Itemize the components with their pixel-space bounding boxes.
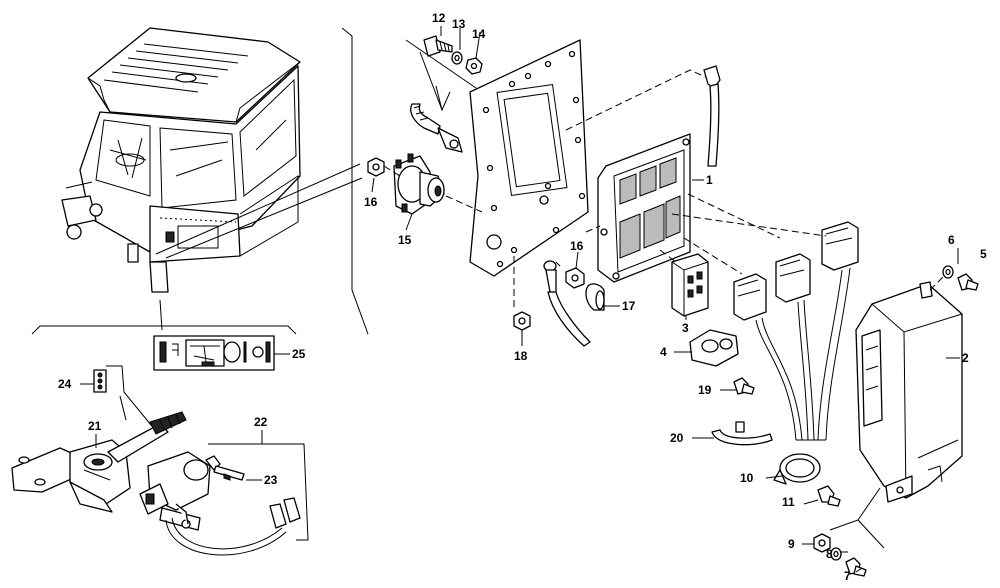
decal-24 [93, 369, 107, 393]
callout-leaders [80, 26, 960, 573]
key-switch-22 [139, 451, 211, 531]
key-23 [205, 455, 245, 481]
callout-16-right: 16 [570, 239, 584, 253]
callout-16-left: 16 [364, 195, 378, 209]
dash-line [659, 249, 677, 263]
callout-11: 11 [782, 495, 795, 509]
callout-13: 13 [452, 17, 466, 31]
bolt-12 [423, 35, 453, 57]
terminal-cover-17 [585, 283, 605, 311]
washer-8 [830, 547, 842, 561]
nut-9 [813, 533, 831, 553]
nut-16-right [565, 267, 585, 289]
callout-12: 12 [432, 11, 446, 25]
callout-14: 14 [472, 27, 486, 41]
callout-18: 18 [514, 349, 528, 363]
cover-2 [855, 281, 963, 503]
dash-line [929, 275, 945, 291]
nut-18 [513, 311, 531, 331]
callout-19: 19 [698, 383, 712, 397]
bracket-22 [208, 443, 309, 541]
callout-5: 5 [980, 247, 987, 261]
tractor-cab-illustration [61, 27, 363, 331]
washer-6 [942, 265, 954, 279]
separator-line-vertical [341, 27, 369, 335]
bolt-7 [845, 557, 867, 577]
screw-11 [817, 485, 841, 507]
harness-wires-22 [165, 497, 301, 556]
dash-line [383, 165, 401, 177]
wiring-harness [733, 221, 859, 441]
cable-strap-20 [711, 421, 773, 446]
dash-line [445, 195, 483, 213]
dash-line [565, 69, 713, 131]
dash-line [683, 237, 743, 275]
relay-3 [671, 253, 709, 317]
roof-ribs [103, 43, 249, 93]
callout-21: 21 [88, 419, 102, 433]
arrowhead [435, 85, 451, 112]
callout-10: 10 [740, 471, 754, 485]
hardware-group-bracket [857, 519, 885, 549]
callout-8: 8 [826, 547, 833, 561]
callout-9: 9 [788, 537, 795, 551]
callout-22: 22 [254, 415, 268, 429]
washer-13 [451, 51, 463, 65]
decal-25 [153, 335, 275, 371]
dash-line [687, 193, 781, 239]
control-lever [107, 411, 187, 463]
callout-20: 20 [670, 431, 684, 445]
hose-connector [703, 65, 721, 167]
fuse-box-1 [597, 133, 691, 283]
callout-15: 15 [398, 233, 412, 247]
clamp-10 [773, 453, 821, 485]
mounting-plate [469, 39, 589, 277]
bolt-19 [733, 377, 755, 395]
callout-17: 17 [622, 299, 636, 313]
plate-holes [482, 50, 586, 268]
callout-labels: 1 2 3 4 5 6 7 8 9 10 11 12 13 14 15 16 1… [58, 11, 987, 583]
cable-lug [543, 260, 591, 347]
callout-3: 3 [682, 321, 689, 335]
hardware-group-bracket [829, 487, 881, 531]
bolt-5 [957, 273, 979, 291]
callout-23: 23 [264, 473, 278, 487]
callout-7: 7 [844, 569, 851, 583]
rotary-switch-15 [393, 153, 445, 215]
dash-line [585, 225, 601, 233]
separator-line-horizontal [31, 325, 297, 335]
callout-4: 4 [660, 345, 667, 359]
callout-25: 25 [292, 347, 306, 361]
leader-24 [106, 365, 161, 437]
fuse-slots [619, 157, 681, 259]
bolt-group-bracket-top [405, 39, 477, 89]
callout-6: 6 [948, 233, 955, 247]
leader-24-b [119, 395, 127, 421]
callout-1: 1 [706, 173, 713, 187]
nut-16-left [367, 157, 385, 177]
dash-line [555, 261, 561, 267]
bolt-group-arrow [419, 51, 443, 111]
nut-14 [465, 57, 483, 75]
callout-24: 24 [58, 377, 72, 391]
callout-2: 2 [962, 351, 969, 365]
cable-grommet [410, 103, 463, 153]
dash-line [671, 213, 827, 237]
cable-clip-4 [689, 329, 739, 367]
